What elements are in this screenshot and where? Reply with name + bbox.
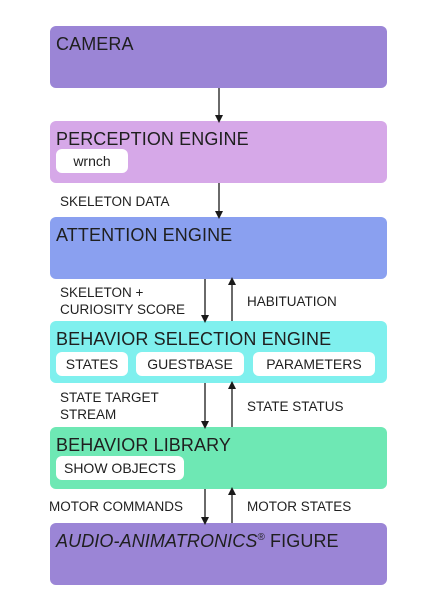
guestbase-chip: GUESTBASE [136, 352, 244, 376]
behavior-selection-engine-box: BEHAVIOR SELECTION ENGINE STATES GUESTBA… [50, 321, 387, 383]
figure-title-italic: AUDIO-ANIMATRONICS [56, 531, 258, 551]
parameters-chip: PARAMETERS [253, 352, 375, 376]
label-state-target-line1: STATE TARGET [60, 390, 159, 405]
states-chip: STATES [56, 352, 128, 376]
attention-engine-box: ATTENTION ENGINE [50, 217, 387, 279]
label-skeleton-curiosity-line2: CURIOSITY SCORE [60, 302, 186, 317]
label-state-target-line2: STREAM [60, 407, 117, 422]
show-objects-chip: SHOW OBJECTS [56, 456, 184, 480]
label-skeleton-curiosity-line1: SKELETON + [60, 285, 144, 300]
audio-animatronics-figure-title: AUDIO-ANIMATRONICS® FIGURE [56, 531, 339, 552]
behavior-library-box: BEHAVIOR LIBRARY SHOW OBJECTS [50, 427, 387, 489]
camera-title: CAMERA [56, 34, 134, 54]
label-motor-states: MOTOR STATES [247, 499, 352, 514]
label-state-status: STATE STATUS [247, 399, 344, 414]
attention-engine-title: ATTENTION ENGINE [56, 225, 233, 245]
wrnch-chip: wrnch [56, 149, 128, 173]
behavior-selection-engine-title: BEHAVIOR SELECTION ENGINE [56, 329, 332, 349]
perception-engine-box: PERCEPTION ENGINE wrnch [50, 121, 387, 183]
label-skeleton-data: SKELETON DATA [60, 194, 170, 209]
camera-box: CAMERA [50, 26, 387, 88]
label-motor-commands: MOTOR COMMANDS [49, 499, 183, 514]
label-habituation: HABITUATION [247, 294, 337, 309]
behavior-library-title: BEHAVIOR LIBRARY [56, 435, 231, 455]
perception-engine-title: PERCEPTION ENGINE [56, 129, 249, 149]
audio-animatronics-figure-box: AUDIO-ANIMATRONICS® FIGURE [50, 523, 387, 585]
figure-title-registered: ® [257, 532, 265, 543]
figure-title-rest: FIGURE [264, 531, 339, 551]
